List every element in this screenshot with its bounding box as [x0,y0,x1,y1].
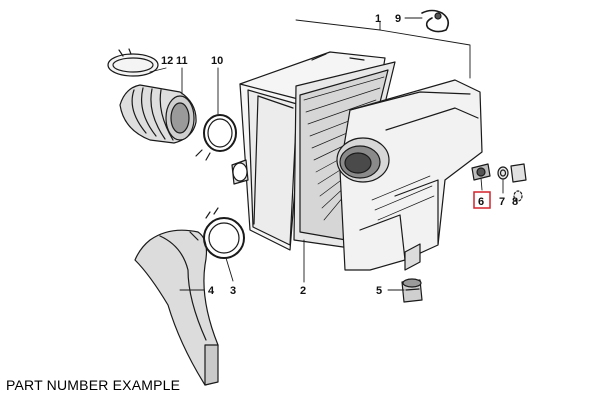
intake-boot-part [119,84,197,144]
air-filter-upper-housing [336,79,483,271]
hose-clamp-part [107,48,159,77]
clamp-ring-part-3 [203,207,245,259]
clamp-ring-part [195,114,237,161]
callout-7: 7 [499,196,505,208]
callout-6: 6 [478,196,484,208]
callout-5: 5 [376,285,382,297]
intake-duct-part [134,229,219,386]
wire-clip-part [421,9,450,33]
callout-4: 4 [208,285,215,297]
callout-9: 9 [395,13,401,25]
nut-part-7 [497,166,509,180]
callout-12: 12 [161,55,173,67]
callout-3: 3 [230,285,236,297]
leader-lines [149,17,504,291]
caption-text: PART NUMBER EXAMPLE [6,377,181,393]
cap-part-8 [510,163,527,202]
callout-11: 11 [176,55,188,67]
callout-2: 2 [300,285,306,297]
callout-8: 8 [512,196,518,208]
air-filter-lower-housing [231,51,386,251]
callout-10: 10 [211,55,223,67]
drain-valve-part [401,278,423,303]
highlight-box [473,191,491,209]
fitting-part-6 [471,163,491,181]
callout-1: 1 [375,13,381,25]
